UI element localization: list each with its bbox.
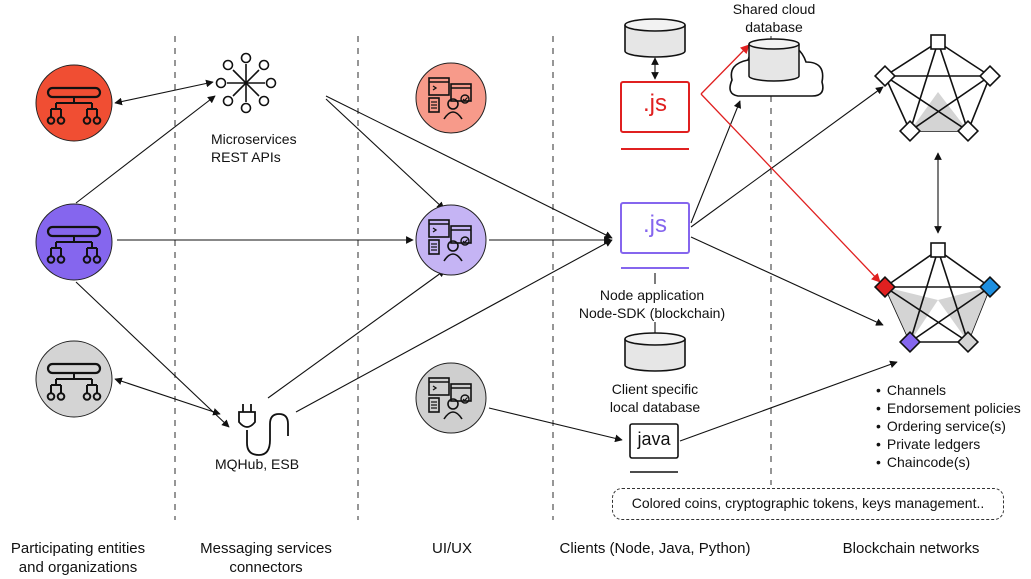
column-title-blockchain: Blockchain networks xyxy=(842,540,980,557)
js-purple-label: .js xyxy=(643,211,667,238)
java-client-box[interactable] xyxy=(629,423,679,473)
plug-icon[interactable] xyxy=(238,404,289,456)
js-red-client-box[interactable] xyxy=(620,81,690,150)
tokens-note: Colored coins, cryptographic tokens, key… xyxy=(612,488,1004,520)
column-title-messaging: Messaging services connectors xyxy=(200,540,332,576)
top-database-icon xyxy=(624,18,686,58)
microservices-label: Microservices REST APIs xyxy=(211,131,297,165)
ui-red-terminal-icon[interactable] xyxy=(415,62,487,134)
entity-gray-org-chart-icon[interactable] xyxy=(35,340,113,418)
ui-gray-terminal-icon[interactable] xyxy=(415,362,487,434)
feature-item: Ordering service(s) xyxy=(876,417,1006,435)
microservices-icon[interactable] xyxy=(215,52,277,114)
shared-db-label: Shared cloud database xyxy=(732,1,816,35)
feature-item: Endorsement policies xyxy=(876,399,1021,417)
feature-item: Private ledgers xyxy=(876,435,980,453)
js-red-label: .js xyxy=(643,90,667,117)
red-arrows xyxy=(700,44,881,283)
column-dividers xyxy=(174,36,772,520)
ui-purple-terminal-icon[interactable] xyxy=(415,204,487,276)
column-title-uiux: UI/UX xyxy=(431,540,473,557)
mqhub-label: MQHub, ESB xyxy=(215,456,300,472)
client-db-label: Client specific local database xyxy=(609,381,701,415)
connection-arrows xyxy=(75,57,942,443)
java-label: java xyxy=(637,429,671,449)
cloud-database-icon[interactable] xyxy=(729,38,824,97)
entity-red-org-chart-icon[interactable] xyxy=(35,64,113,142)
network-top-pentagon-icon[interactable] xyxy=(873,34,1002,143)
feature-item: Chaincode(s) xyxy=(876,453,970,471)
client-database-icon xyxy=(624,332,686,372)
column-title-clients: Clients (Node, Java, Python) xyxy=(559,540,751,557)
node-app-label: Node application Node-SDK (blockchain) xyxy=(578,287,726,321)
feature-item: Channels xyxy=(876,381,946,399)
entity-purple-org-chart-icon[interactable] xyxy=(35,203,113,281)
network-bottom-pentagon-icon[interactable] xyxy=(873,242,1002,354)
js-purple-client-box[interactable] xyxy=(620,202,690,269)
column-title-entities: Participating entities and organizations xyxy=(10,540,146,576)
